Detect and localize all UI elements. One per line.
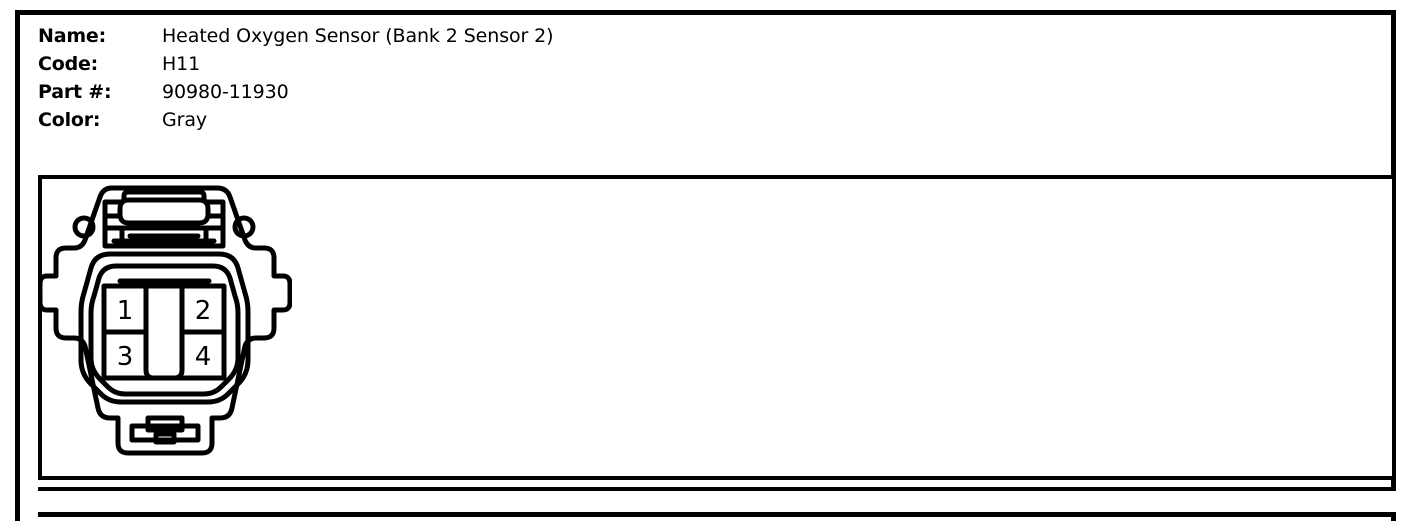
spec-row-name: Name: Heated Oxygen Sensor (Bank 2 Sensor…: [38, 22, 938, 50]
spec-value-name: Heated Oxygen Sensor (Bank 2 Sensor 2): [162, 25, 554, 47]
specification-list: Name: Heated Oxygen Sensor (Bank 2 Sensor…: [38, 22, 938, 134]
connector-illustration-panel: 1 2 3 4: [38, 175, 1396, 480]
spec-label-part-number: Part #:: [38, 81, 112, 103]
pin-number-4: 4: [195, 342, 212, 372]
pin-number-2: 2: [195, 296, 212, 326]
spec-value-code: H11: [162, 53, 201, 75]
spec-value-color: Gray: [162, 109, 208, 131]
pin-number-1: 1: [117, 296, 134, 326]
spec-label-name: Name:: [38, 25, 107, 47]
spec-row-part-number: Part #: 90980-11930: [38, 78, 938, 106]
spec-value-part-number: 90980-11930: [162, 81, 289, 103]
spec-label-color: Color:: [38, 109, 101, 131]
spec-label-code: Code:: [38, 53, 99, 75]
footer-band: [38, 487, 1396, 517]
connector-diagram: 1 2 3 4: [42, 178, 292, 478]
pin-number-3: 3: [117, 342, 134, 372]
spec-row-code: Code: H11: [38, 50, 938, 78]
spec-row-color: Color: Gray: [38, 106, 938, 134]
